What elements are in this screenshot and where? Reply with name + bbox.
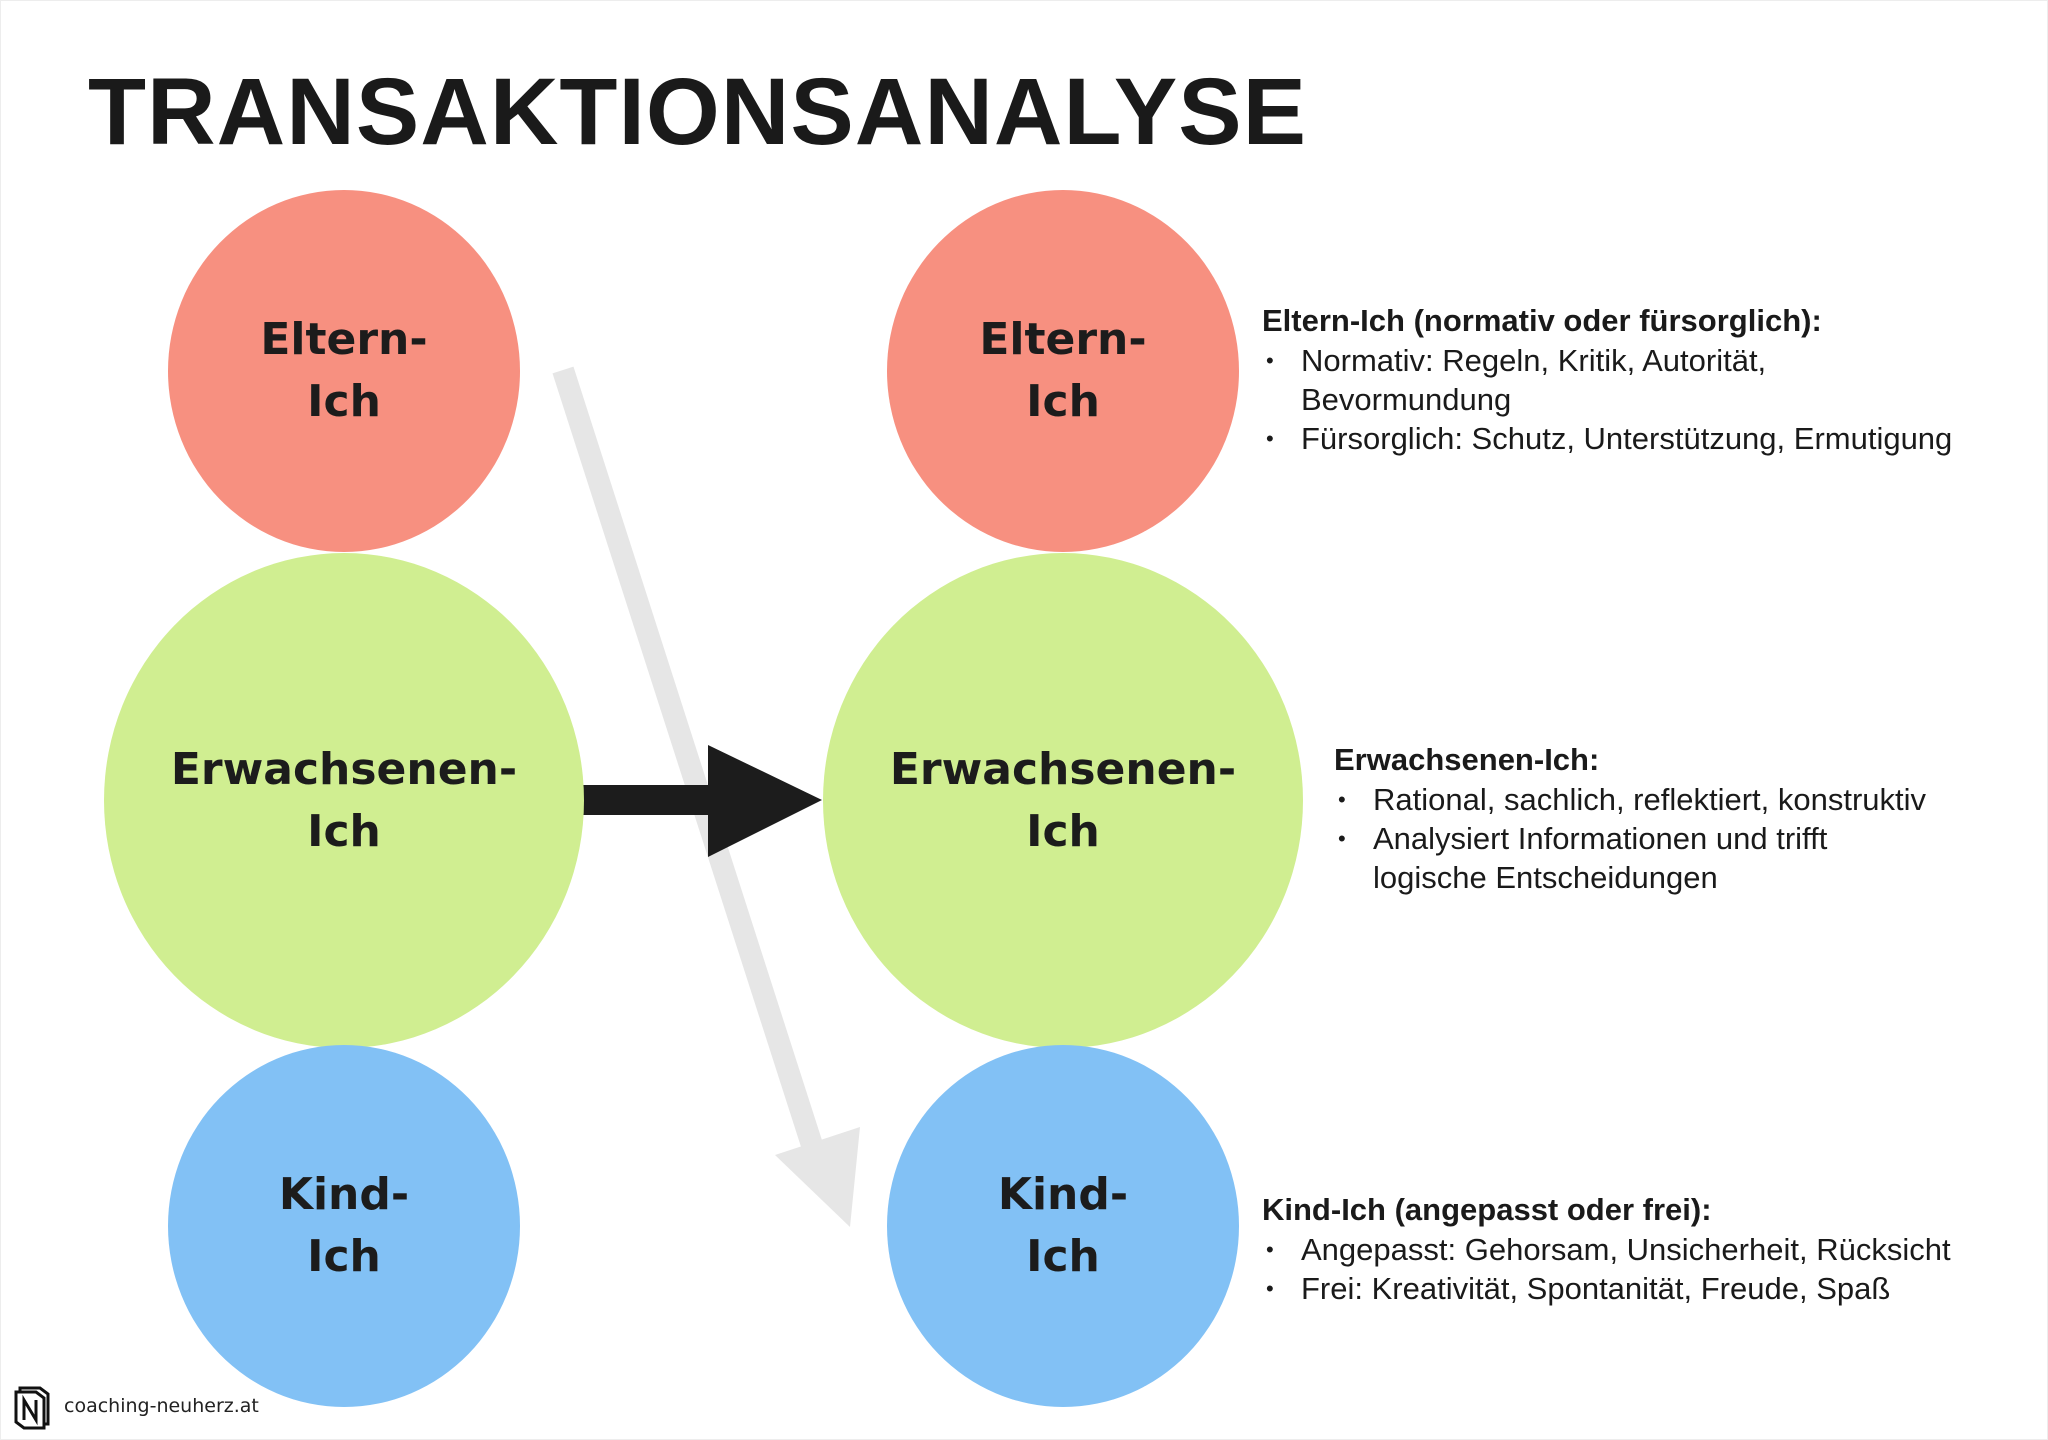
adult-description-list: • Rational, sachlich, reflektiert, konstr… <box>1334 780 2014 897</box>
list-item: • Angepasst: Gehorsam, Unsicherheit, Rück… <box>1262 1230 2022 1269</box>
child-description: Kind-Ich (angepasst oder frei): • Angepas… <box>1262 1190 2022 1308</box>
bullet: • <box>1266 1276 1274 1301</box>
list-item: • Fürsorglich: Schutz, Unterstützung, Erm… <box>1262 419 2022 458</box>
list-item-text: Normativ: Regeln, Kritik, Autorität, Bev… <box>1301 343 1767 417</box>
footer-site: coaching-neuherz.at <box>64 1395 259 1417</box>
list-item: • Rational, sachlich, reflektiert, konstr… <box>1334 780 2014 819</box>
left-parent-label: Eltern- Ich <box>260 314 428 427</box>
list-item-text: Fürsorglich: Schutz, Unterstützung, Ermu… <box>1301 421 1953 456</box>
nh-logo-icon <box>14 1386 50 1430</box>
footer: coaching-neuherz.at <box>14 1382 259 1430</box>
right-parent-circle: Eltern- Ich <box>887 190 1239 552</box>
left-adult-label: Erwachsenen- Ich <box>170 743 518 857</box>
left-adult-circle: Erwachsenen- Ich <box>104 553 584 1048</box>
list-item-text: Frei: Kreativität, Spontanität, Freude, … <box>1301 1271 1891 1306</box>
list-item-text: Angepasst: Gehorsam, Unsicherheit, Rücks… <box>1301 1232 1951 1267</box>
left-child-label: Kind- Ich <box>278 1169 410 1282</box>
bullet: • <box>1338 787 1346 812</box>
right-child-label: Kind- Ich <box>997 1169 1129 1282</box>
list-item: • Frei: Kreativität, Spontanität, Freude,… <box>1262 1269 2022 1308</box>
bullet: • <box>1266 426 1274 451</box>
left-child-circle: Kind- Ich <box>168 1045 520 1407</box>
adult-description: Erwachsenen-Ich: • Rational, sachlich, re… <box>1334 740 2014 897</box>
list-item: • Analysiert Informationen und trifft log… <box>1334 819 2014 897</box>
left-parent-circle: Eltern- Ich <box>168 190 520 552</box>
list-item-text: Rational, sachlich, reflektiert, konstru… <box>1373 782 1927 817</box>
bullet: • <box>1266 1237 1274 1262</box>
bullet: • <box>1266 348 1274 373</box>
list-item-text: Analysiert Informationen und trifft logi… <box>1373 821 1828 895</box>
child-description-list: • Angepasst: Gehorsam, Unsicherheit, Rück… <box>1262 1230 2022 1308</box>
page-title: TRANSAKTIONSANALYSE <box>88 59 1307 165</box>
parent-description: Eltern-Ich (normativ oder fürsorglich): … <box>1262 301 2022 458</box>
adult-description-heading: Erwachsenen-Ich: <box>1334 742 1600 777</box>
adult-transaction-arrow <box>583 745 822 857</box>
child-description-heading: Kind-Ich (angepasst oder frei): <box>1262 1192 1712 1227</box>
right-adult-label: Erwachsenen- Ich <box>889 743 1237 857</box>
right-parent-label: Eltern- Ich <box>979 314 1147 427</box>
parent-description-heading: Eltern-Ich (normativ oder fürsorglich): <box>1262 303 1822 338</box>
list-item: • Normativ: Regeln, Kritik, Autorität, Be… <box>1262 341 2022 419</box>
right-child-circle: Kind- Ich <box>887 1045 1239 1407</box>
bullet: • <box>1338 826 1346 851</box>
crossed-transaction-arrow <box>552 366 860 1227</box>
parent-description-list: • Normativ: Regeln, Kritik, Autorität, Be… <box>1262 341 2022 458</box>
right-adult-circle: Erwachsenen- Ich <box>823 553 1303 1048</box>
